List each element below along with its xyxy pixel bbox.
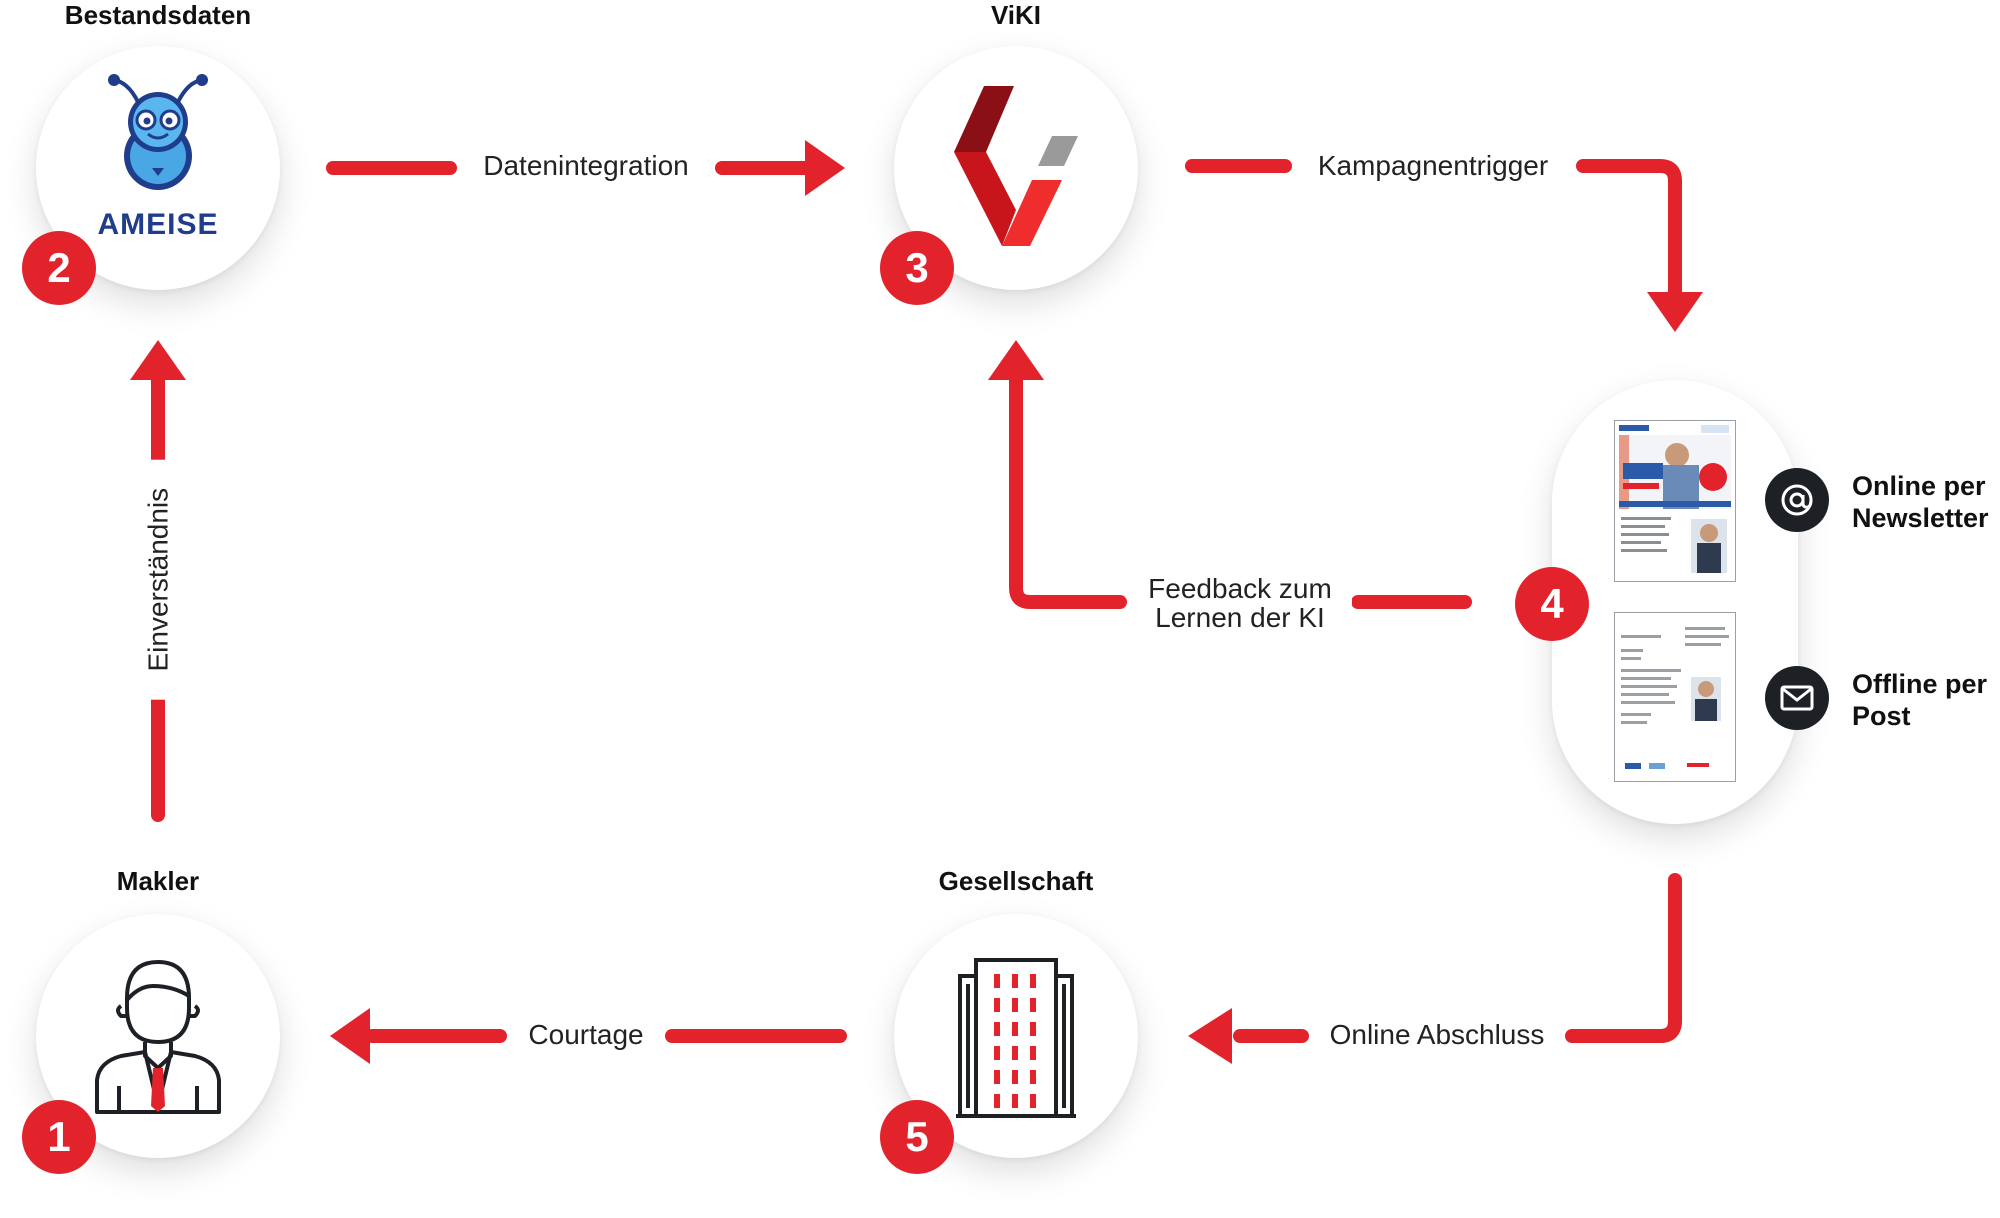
channel-offline-line2: Post bbox=[1852, 701, 1911, 732]
edge-label-feedback-line2: Lernen der KI bbox=[1155, 602, 1325, 634]
badge-step-4: 4 bbox=[1515, 567, 1589, 641]
edge-label-courtage: Courtage bbox=[510, 1020, 662, 1049]
edge-label-datenintegration: Datenintegration bbox=[466, 151, 706, 180]
channel-label-online: Online per Newsletter bbox=[1852, 470, 2000, 535]
arrowhead-abschluss bbox=[1188, 1008, 1232, 1064]
channel-online-line2: Newsletter bbox=[1852, 503, 1989, 534]
newsletter-preview-icon bbox=[1619, 425, 1731, 573]
edge-label-feedback: Feedback zum Lernen der KI bbox=[1128, 574, 1352, 633]
badge-step-5: 5 bbox=[880, 1100, 954, 1174]
viki-logo-icon bbox=[954, 86, 1078, 246]
ameise-logo-text: AMEISE bbox=[97, 208, 219, 241]
arrow-abschluss-bend bbox=[1565, 873, 1682, 1043]
at-sign-icon bbox=[1765, 468, 1829, 532]
arrowhead-feedback bbox=[988, 340, 1044, 380]
edge-label-einverstaendnis: Einverständnis bbox=[142, 459, 173, 700]
arrowhead-courtage bbox=[330, 1008, 370, 1064]
arrow-kampagnentrigger-bend bbox=[1576, 159, 1682, 302]
newsletter-document bbox=[1614, 420, 1736, 582]
node-title-gesellschaft: Gesellschaft bbox=[938, 866, 1094, 896]
channel-label-offline: Offline per Post bbox=[1852, 668, 2000, 733]
badge-step-3: 3 bbox=[880, 231, 954, 305]
badge-step-2: 2 bbox=[22, 231, 96, 305]
ameise-logo-icon bbox=[108, 74, 208, 190]
arrow-feedback-bend bbox=[1009, 371, 1127, 609]
node-kampagne-documents bbox=[1552, 380, 1798, 824]
edge-label-kampagnentrigger: Kampagnentrigger bbox=[1298, 151, 1568, 180]
channel-offline-line1: Offline per bbox=[1852, 669, 1988, 699]
node-makler bbox=[36, 914, 280, 1158]
edge-label-feedback-line1: Feedback zum bbox=[1148, 573, 1332, 604]
channel-online-line1: Online per bbox=[1852, 471, 1986, 501]
arrowhead-kampagnentrigger bbox=[1647, 292, 1703, 332]
building-icon bbox=[956, 958, 1076, 1118]
letter-preview-icon bbox=[1621, 627, 1729, 769]
arrowhead-einverstaendnis bbox=[130, 340, 186, 380]
node-title-bestandsdaten: Bestandsdaten bbox=[64, 0, 252, 30]
node-title-viki: ViKI bbox=[990, 0, 1042, 30]
node-bestandsdaten: AMEISE bbox=[36, 46, 280, 290]
letter-document bbox=[1614, 612, 1736, 782]
envelope-icon bbox=[1765, 666, 1829, 730]
person-icon bbox=[95, 960, 221, 1114]
edge-label-online-abschluss: Online Abschluss bbox=[1310, 1020, 1564, 1049]
node-gesellschaft bbox=[894, 914, 1138, 1158]
arrowhead-datenintegration bbox=[805, 140, 845, 196]
badge-step-1: 1 bbox=[22, 1100, 96, 1174]
node-title-makler: Makler bbox=[116, 866, 200, 896]
